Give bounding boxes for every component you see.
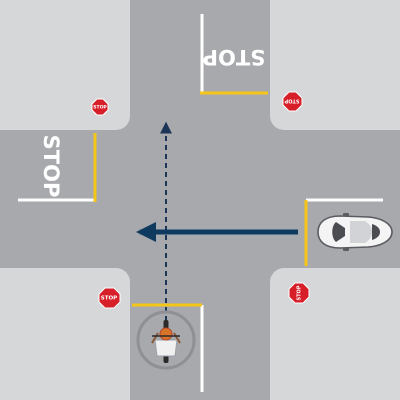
cyclist-icon — [136, 310, 196, 370]
stop-sign-label: STOP — [297, 285, 303, 300]
stop-sign-top-right: STOP — [282, 91, 303, 112]
stop-sign-bottom-right: STOP — [288, 282, 310, 304]
stop-sign-top-left: STOP — [91, 98, 109, 116]
sidewalk-bottom-left — [0, 268, 130, 400]
stop-sign-label: STOP — [93, 105, 107, 111]
stop-sign-bottom-left: STOP — [98, 287, 121, 309]
car-icon — [317, 213, 393, 251]
road-marking-stop-west: STOP — [39, 135, 63, 198]
road-marking-stop-north: STOP — [203, 45, 266, 69]
stop-sign-label: STOP — [101, 296, 117, 302]
stop-sign-label: STOP — [284, 98, 299, 104]
sidewalk-top-left — [0, 0, 130, 130]
sidewalk-top-right — [270, 0, 400, 130]
